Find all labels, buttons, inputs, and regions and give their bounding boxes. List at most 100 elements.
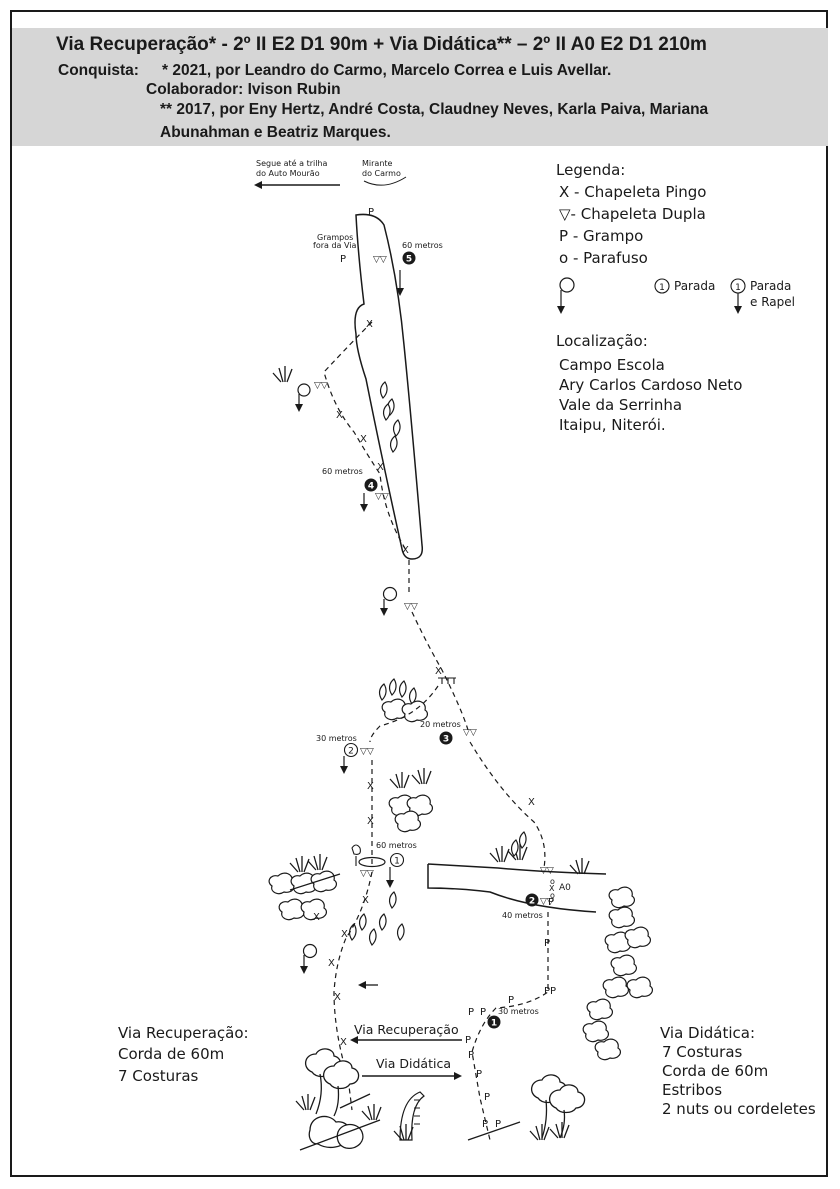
recuperacao-info-line-2: 7 Costuras [118, 1067, 199, 1085]
station-5-badge [402, 251, 416, 265]
grampo-p-3: P [468, 1007, 474, 1018]
arrow-didatica-label: Via Didática [376, 1056, 451, 1071]
anchor-2d-double: ▽▽ [540, 897, 554, 907]
location-line-2: Ary Carlos Cardoso Neto [559, 376, 742, 394]
anchor-3-double: ▽▽ [463, 728, 477, 738]
station-4-badge [364, 478, 378, 492]
mirante-note-2: do Carmo [362, 169, 401, 178]
recuperacao-info-line-1: Corda de 60m [118, 1045, 224, 1063]
bolt-o-1: o [550, 877, 555, 886]
anchor-upper-double: ▽▽ [314, 381, 328, 391]
didatica-route-upper [469, 741, 546, 869]
grampo-p-9: P [482, 1119, 488, 1130]
trail-note-1: Segue até a trilha [256, 158, 328, 168]
station-2-circle [343, 742, 359, 758]
upper-route-line [323, 321, 407, 551]
station-1d-badge [487, 1015, 501, 1029]
grampo-p-5: P [465, 1035, 471, 1046]
didatica-route-lower [471, 912, 549, 1141]
legend-rappel-icon [559, 277, 575, 293]
station-3-num: 3 [443, 735, 449, 745]
page-frame [10, 10, 828, 1177]
upper-rock-slab [354, 213, 424, 560]
rappel-point-mid-icon [382, 586, 398, 602]
grampo-p-2: P [508, 995, 514, 1006]
legend-title: Legenda: [556, 161, 625, 179]
grampo-pp-1: PP [544, 986, 556, 997]
station-3-badge [439, 731, 453, 745]
bolt-x-14: X [334, 992, 341, 1003]
bolt-x-4: X [377, 462, 384, 473]
bolt-x-13: X [328, 958, 335, 969]
station-3-dist: 20 metros [420, 720, 461, 729]
base-trees-right [531, 1074, 586, 1139]
rappel-point-upper-icon [297, 383, 311, 397]
bolt-x-3: X [360, 434, 367, 445]
anchor-5-double: ▽▽ [373, 255, 387, 265]
conquista-line-4: Abunahman e Beatriz Marques. [160, 124, 391, 141]
legend-parada-rapel-num: 1 [735, 283, 741, 293]
rappel-point-low-icon [302, 943, 318, 959]
grampos-note-1: Grampos [317, 233, 353, 242]
anchor-mid-double: ▽▽ [404, 602, 418, 612]
bolt-x-11: X [313, 912, 320, 923]
bolt-x-5: X [402, 545, 409, 556]
legend-item-x: X - Chapeleta Pingo [559, 183, 706, 201]
legend-item-double: ▽- Chapeleta Dupla [559, 205, 706, 223]
top-p-mark: P [368, 207, 374, 218]
anchor-2-double: ▽▽ [360, 747, 374, 757]
mid-route-line-a [411, 611, 469, 731]
bolt-x-2: X [336, 410, 343, 421]
conquista-line-1: * 2021, por Leandro do Carmo, Marcelo Co… [162, 62, 612, 79]
station-1r-num: 1 [394, 857, 400, 867]
station-1r-circle [389, 852, 405, 868]
location-line-4: Itaipu, Niterói. [559, 416, 666, 434]
right-rock-band [427, 863, 607, 913]
legend-parada-num: 1 [659, 283, 665, 293]
station-1d-num: 1 [491, 1019, 497, 1029]
bolt-x-1: X [366, 319, 373, 330]
station-2-dist: 30 metros [316, 734, 357, 743]
bolt-x-8: X [367, 781, 374, 792]
ring-anchor-icon [358, 856, 386, 868]
off-route-p-mark: P [340, 254, 346, 265]
bolt-x-12: X [341, 929, 348, 940]
ledge-line-left [289, 873, 341, 891]
anchor-4-double: ▽▽ [375, 492, 389, 502]
grampo-p-2d: P [548, 897, 554, 908]
legend-item-p: P - Grampo [559, 227, 643, 245]
legend-parada-icon [654, 278, 670, 294]
route-title: Via Recuperação* - 2º II E2 D1 90m + Via… [56, 34, 707, 55]
base-trees-left [299, 1048, 425, 1151]
grampo-p-10: P [495, 1119, 501, 1130]
grampos-note-2: fora da Via [313, 241, 356, 250]
station-2-num: 2 [348, 747, 354, 757]
station-5-num: 5 [406, 255, 412, 265]
station-2d-dist: 40 metros [502, 911, 543, 920]
header-band [12, 28, 828, 146]
legend-parada-rapel-label-2: e Rapel [750, 295, 795, 309]
recuperacao-info-title: Via Recuperação: [118, 1024, 249, 1042]
station-4-dist: 60 metros [322, 467, 363, 476]
mid-route-line-b [369, 685, 439, 743]
location-line-3: Vale da Serrinha [559, 396, 682, 414]
ledge-symbol [438, 677, 456, 684]
bolt-x-9: X [367, 816, 374, 827]
small-tree-icon [351, 844, 361, 866]
bolt-x-6: X [435, 666, 442, 677]
location-title: Localização: [556, 332, 648, 350]
anchor-didatica-double: ▽▽ [540, 866, 554, 876]
didatica-info-line-4: 2 nuts ou cordeletes [662, 1100, 816, 1118]
bolt-x-7: X [528, 797, 535, 808]
bolt-x-10: X [362, 895, 369, 906]
grampo-p-7: P [476, 1069, 482, 1080]
conquista-label: Conquista: [58, 62, 139, 79]
arrow-recuperacao-label: Via Recuperação [354, 1022, 459, 1037]
station-5-dist: 60 metros [402, 241, 443, 250]
grampo-p-8: P [484, 1092, 490, 1103]
bolt-x-a0: X [549, 884, 555, 893]
grampo-p-4: P [480, 1007, 486, 1018]
legend-item-o: o - Parafuso [559, 249, 648, 267]
conquista-line-3: ** 2017, por Eny Hertz, André Costa, Cla… [160, 101, 709, 118]
